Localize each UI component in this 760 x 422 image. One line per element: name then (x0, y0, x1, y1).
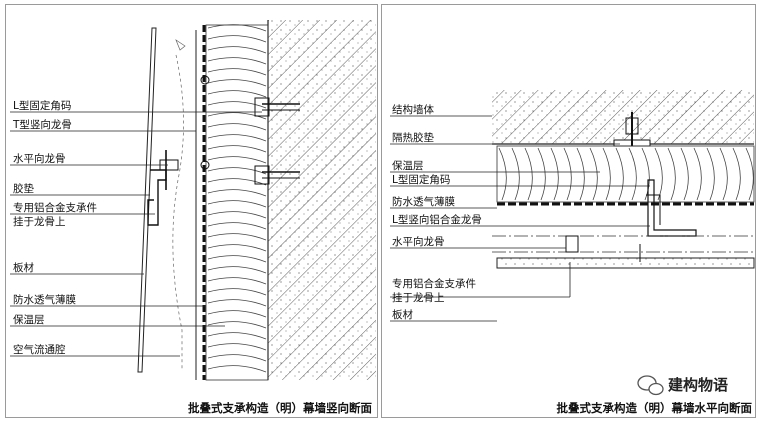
insulation-layer-right (496, 145, 755, 203)
watermark: 建构物语 (637, 375, 728, 396)
l-bracket-upper (200, 75, 300, 117)
horizontal-keel-block (565, 235, 579, 253)
label-hang-on-keel: 挂于龙骨上 (13, 215, 66, 228)
right-caption: 批叠式支承构造（明）幕墙水平向断面 (557, 401, 753, 415)
left-labels: L型固定角码 T型竖向龙骨 水平向龙骨 胶垫 专用铝合金支承件 挂于龙骨上 板材… (12, 99, 97, 356)
label-aluminum-support: 专用铝合金支承件 (13, 201, 97, 214)
label-panel-right: 板材 (392, 308, 413, 321)
label-rubber-pad: 胶垫 (13, 182, 34, 195)
label-aluminum-support-right: 专用铝合金支承件 (392, 277, 476, 290)
right-labels: 结构墙体 隔热胶垫 保温层 L型固定角码 防水透气薄膜 L型竖向铝合金龙骨 水平… (392, 103, 482, 321)
insulation-loops (207, 24, 267, 373)
insulation-loops-right (498, 147, 754, 201)
label-horizontal-keel-right: 水平向龙骨 (392, 235, 445, 248)
label-t-keel: T型竖向龙骨 (12, 118, 72, 131)
vertical-section-drawing (137, 20, 376, 381)
panel-right (496, 257, 755, 269)
watermark-text: 建构物语 (668, 376, 728, 394)
aluminum-support (147, 169, 167, 226)
label-membrane-right: 防水透气薄膜 (392, 195, 455, 208)
label-l-vertical-keel: L型竖向铝合金龙骨 (392, 213, 482, 226)
label-horizontal-keel: 水平向龙骨 (13, 152, 66, 165)
label-insulation: 保温层 (13, 313, 45, 326)
label-panel: 板材 (13, 261, 34, 274)
horizontal-section-panel (381, 4, 756, 418)
label-hang-right: 挂于龙骨上 (392, 291, 445, 304)
left-leader-lines (10, 111, 262, 357)
wechat-icon (637, 375, 664, 396)
cladding-panel (137, 27, 157, 373)
horizontal-section-drawing (492, 90, 755, 269)
right-leader-lines (390, 115, 650, 322)
label-structural-wall: 结构墙体 (392, 103, 434, 116)
label-air-cavity: 空气流通腔 (13, 343, 66, 356)
l-bracket-lower (200, 160, 300, 185)
label-l-bracket: L型固定角码 (13, 99, 71, 112)
l-vertical-keel (647, 179, 697, 237)
air-flow-line (172, 54, 184, 370)
label-membrane: 防水透气薄膜 (13, 293, 76, 306)
label-insulation-right: 保温层 (392, 159, 424, 172)
label-thermal-pad: 隔热胶垫 (392, 131, 434, 144)
label-l-bracket-right: L型固定角码 (392, 173, 450, 186)
left-caption: 批叠式支承构造（明）幕墙竖向断面 (188, 401, 372, 415)
